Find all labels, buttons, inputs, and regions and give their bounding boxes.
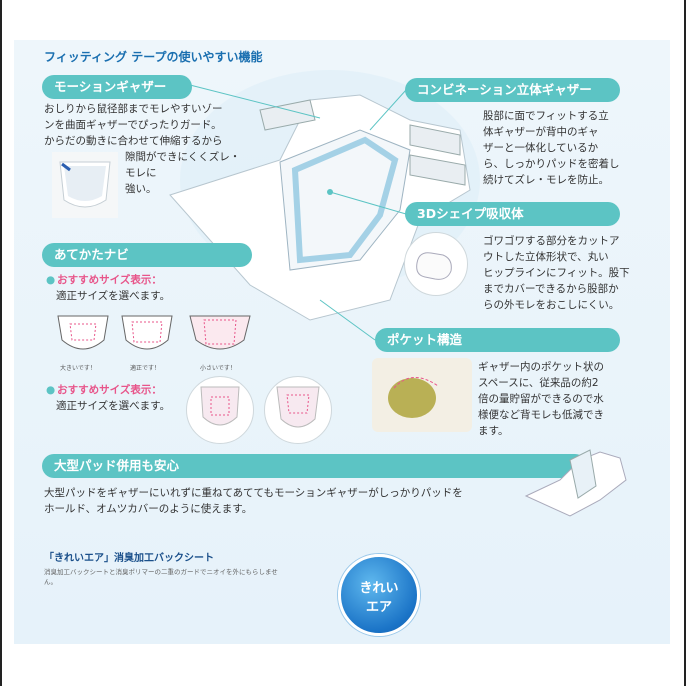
motion-line-3: からだの動きに合わせて伸縮するから (44, 135, 223, 147)
combination-line-3: ザーと一体化しているか (483, 142, 599, 154)
kirei-note-2: ん。 (44, 578, 57, 586)
pocket-line-3: 倍の量貯留ができるので水 (478, 393, 604, 405)
atekata-sub2-text: 適正サイズを選べます。 (56, 400, 171, 412)
pocket-line-4: 様便など背モレも低減でき (478, 409, 604, 421)
atekata-pill: あてかたナビ (42, 243, 252, 267)
combination-line-5: 続けてズレ・モレを防止。 (483, 174, 609, 186)
badge-line-2: エア (365, 600, 392, 615)
left-edge-line (0, 0, 2, 686)
fit-guide-image-2 (264, 376, 332, 444)
shape3d-line-5: らの外モレをおこしにくい。 (483, 299, 620, 311)
size-diagram-small (189, 315, 251, 350)
motion-side-line-3: 強い。 (125, 183, 157, 195)
size-label-small: 小さいです！ (200, 365, 236, 372)
body-front-icon (200, 386, 240, 426)
pocket-line-2: スペースに、従来品の約2 (478, 377, 599, 389)
body-back-icon (276, 386, 320, 428)
kirei-caption: 「きれいエア」消臭加工バックシート (44, 553, 214, 564)
motion-line-2: ンを曲面ギャザーでぴったりガード。 (44, 119, 222, 131)
motion-side-line-1: 隙間ができにくくズレ・ (125, 151, 241, 163)
badge-line-1: きれい (359, 581, 399, 596)
bigpad-image (524, 449, 627, 517)
dot-icon: ● (46, 384, 56, 396)
shape3d-image (404, 232, 468, 296)
fit-guide-image-1 (186, 376, 254, 444)
atekata-sub1-label: おすすめサイズ表示： (57, 274, 162, 286)
shape3d-line-1: ゴワゴワする部分をカットア (483, 235, 620, 247)
pocket-pill: ポケット構造 (375, 328, 620, 352)
pad-icon (416, 252, 452, 280)
bigpad-pill: 大型パッド併用も安心 (42, 454, 587, 478)
shape3d-line-2: ウトした立体形状で、丸い (483, 251, 609, 263)
pocket-line-1: ギャザー内のポケット状の (478, 361, 604, 373)
size-diagram-large (57, 315, 109, 350)
combination-line-2: 体ギャザーが背中のギャ (483, 126, 599, 138)
size-label-large: 大きいです！ (60, 365, 96, 372)
atekata-sub1: ●おすすめサイズ表示： (46, 272, 162, 287)
kirei-air-badge: きれい エア (338, 554, 420, 636)
motion-thumb-image (52, 152, 118, 218)
pocket-image (372, 358, 472, 432)
atekata-sub2-label: おすすめサイズ表示： (57, 384, 162, 396)
kirei-note-1: 消臭加工バックシートと消臭ポリマーの二重のガードでニオイを外にもらしませ (44, 568, 278, 576)
shape3d-line-3: ヒップラインにフィット。股下 (483, 267, 630, 279)
combination-gather-pill: コンビネーション立体ギャザー (405, 78, 620, 102)
atekata-sub2: ●おすすめサイズ表示： (46, 382, 162, 397)
combination-line-4: ら、しっかりパッドを密着し (483, 158, 620, 170)
size-diagram-fit (121, 315, 173, 350)
right-edge-line (684, 0, 686, 686)
page-title: フィッティング テープの使いやすい機能 (44, 50, 263, 64)
atekata-sub1-text: 適正サイズを選べます。 (56, 290, 171, 302)
motion-line-1: おしりから鼠径部までモレやすいゾー (44, 103, 223, 115)
shape3d-pill: 3Dシェイプ吸収体 (405, 202, 620, 226)
dot-icon: ● (46, 274, 56, 286)
combination-line-1: 股部に面でフィットする立 (483, 110, 609, 122)
motion-side-line-2: モレに (125, 167, 157, 179)
size-label-fit: 適正です！ (130, 365, 161, 372)
bigpad-line-1: 大型パッドをギャザーにいれずに重ねてあててもモーションギャザーがしっかりパッドを (44, 487, 463, 499)
pocket-line-5: ます。 (478, 425, 509, 437)
shape3d-line-4: までカバーできるから股部か (483, 283, 619, 295)
bigpad-line-2: ホールド、オムツカバーのように使えます。 (44, 503, 253, 515)
motion-gather-pill: モーションギャザー (42, 75, 192, 99)
